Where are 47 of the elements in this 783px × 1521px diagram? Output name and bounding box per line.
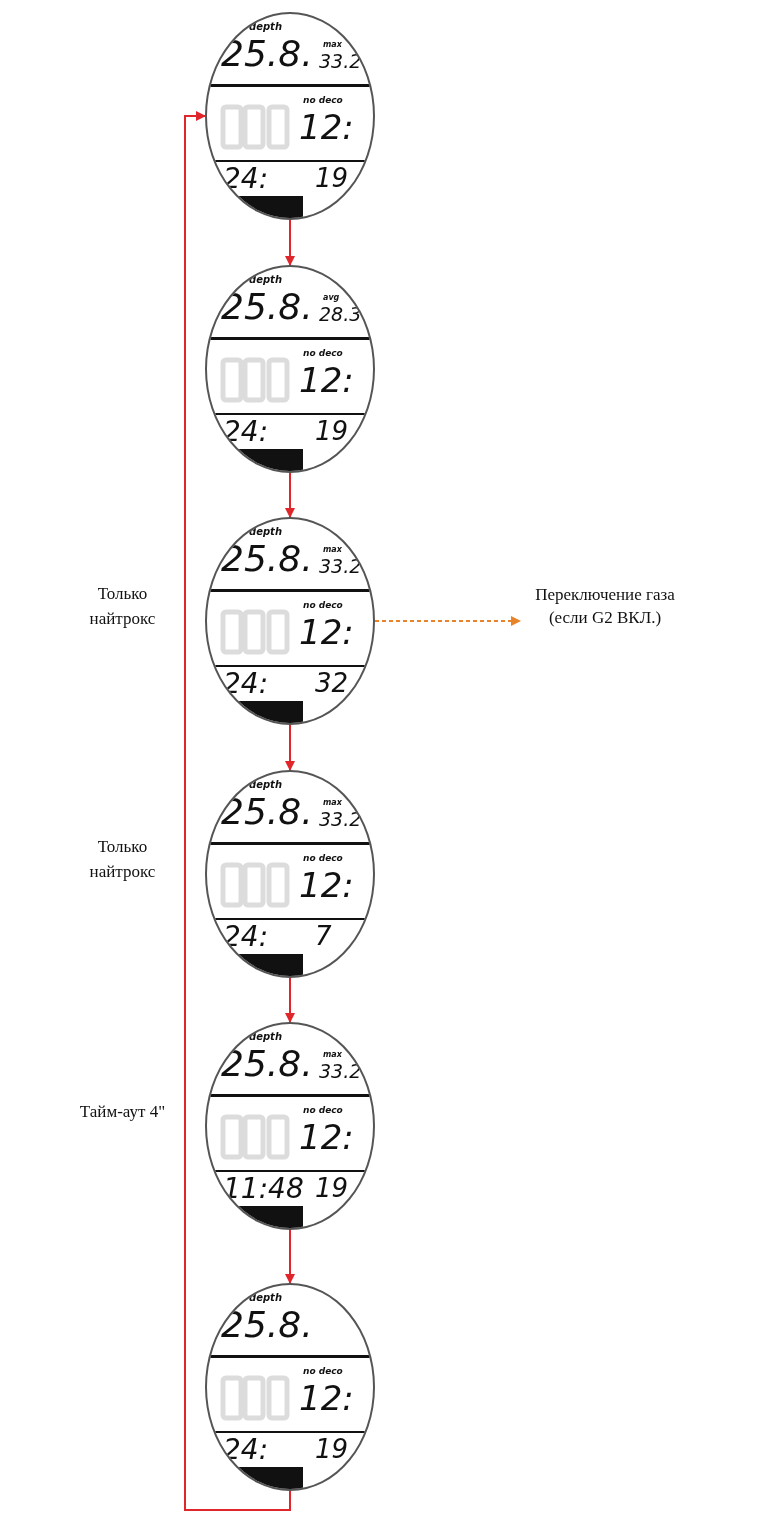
depth-reading: 25.8. xyxy=(221,1046,313,1082)
label-text: no deco xyxy=(303,96,343,105)
side-note: Тайм-аут 4" xyxy=(78,1101,167,1123)
no-deco-reading: 12: xyxy=(299,363,354,397)
depth-reading: 25.8. xyxy=(221,541,313,577)
no-deco-reading: 12: xyxy=(299,615,354,649)
depth-reading: 25.8. xyxy=(221,794,313,830)
bottom-reading: 19 xyxy=(315,1436,349,1462)
time-reading: 11:48 xyxy=(223,1175,304,1203)
arrow xyxy=(285,977,295,1023)
label-text: depth xyxy=(249,275,282,285)
label-text: max xyxy=(323,799,342,807)
no-deco-reading: 12: xyxy=(299,868,354,902)
label-text: no deco xyxy=(303,601,343,610)
label-text: avg xyxy=(323,294,340,302)
arrow xyxy=(374,616,521,626)
bottom-reading: 7 xyxy=(315,923,332,949)
label-text: max xyxy=(323,41,342,49)
bottom-reading: 19 xyxy=(315,165,349,191)
label-text: max xyxy=(323,1051,342,1059)
side-note: Только найтрокс xyxy=(88,583,157,630)
bottom-reading: 19 xyxy=(315,1175,349,1201)
depth-reading: 25.8. xyxy=(221,289,313,325)
label-text: no deco xyxy=(303,1106,343,1115)
label-text: max xyxy=(323,546,342,554)
arrow xyxy=(285,724,295,771)
label-text: depth xyxy=(249,1293,282,1303)
label-text: no deco xyxy=(303,854,343,863)
depth-reading: 25.8. xyxy=(221,36,313,72)
note-text: Переключение газа (если G2 ВКЛ.) xyxy=(520,584,690,630)
label-text: depth xyxy=(249,22,282,32)
arrow xyxy=(285,1229,295,1284)
label-text: no deco xyxy=(303,349,343,358)
no-deco-reading: 12: xyxy=(299,1381,354,1415)
arrow xyxy=(184,111,291,1511)
arrow xyxy=(285,219,295,266)
no-deco-reading: 12: xyxy=(299,110,354,144)
label-text: depth xyxy=(249,1032,282,1042)
bottom-reading: 32 xyxy=(315,670,349,696)
arrow xyxy=(285,472,295,518)
no-deco-reading: 12: xyxy=(299,1120,354,1154)
depth-reading: 25.8. xyxy=(221,1307,313,1343)
label-text: depth xyxy=(249,527,282,537)
label-text: no deco xyxy=(303,1367,343,1376)
bottom-reading: 19 xyxy=(315,418,349,444)
label-text: depth xyxy=(249,780,282,790)
side-note: Только найтрокс xyxy=(88,836,157,883)
